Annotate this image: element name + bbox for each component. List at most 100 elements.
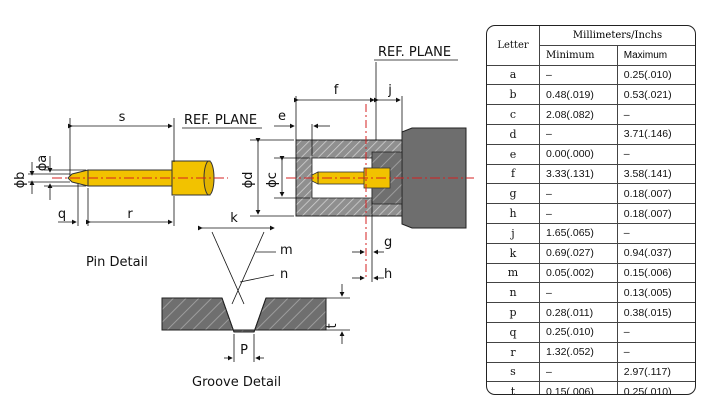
dim-f-label: f	[334, 83, 339, 98]
dim-a-label: ϕa	[35, 155, 50, 172]
row-letter: g	[487, 183, 540, 205]
table-row: d–3.71(.146)	[487, 123, 695, 145]
row-maximum: –	[616, 104, 695, 125]
row-letter: j	[487, 222, 540, 244]
row-minimum: 0.48(.019)	[539, 84, 618, 106]
row-maximum: 0.18(.007)	[616, 183, 695, 205]
receptacle-section: REF. PLANE f j e ϕd ϕc g h	[241, 45, 474, 282]
table-row: a–0.25(.010)	[487, 64, 695, 86]
row-letter: e	[487, 143, 540, 165]
row-minimum: 1.32(.052)	[539, 341, 618, 363]
header-letter: Letter	[487, 26, 540, 66]
ref-plane-top-label: REF. PLANE	[378, 45, 451, 60]
row-maximum: 0.53(.021)	[616, 84, 695, 106]
row-minimum: –	[539, 361, 618, 383]
dim-h-label: h	[384, 267, 392, 282]
row-minimum: –	[539, 282, 618, 304]
row-minimum: 0.25(.010)	[539, 321, 618, 343]
row-minimum: 0.15(.006)	[539, 381, 618, 394]
row-letter: a	[487, 64, 540, 86]
connector-drawing: s REF. PLANE ϕa ϕb q r Pin Detail	[13, 45, 474, 390]
row-maximum: 2.97(.117)	[616, 361, 695, 383]
row-maximum: –	[616, 143, 695, 165]
row-maximum: 0.94(.037)	[616, 242, 695, 264]
dim-b-label: ϕb	[13, 172, 28, 189]
dim-j-label: j	[387, 83, 392, 98]
row-minimum: –	[539, 64, 618, 86]
header-units: Millimeters/Inchs	[539, 26, 695, 46]
dim-e-label: e	[278, 109, 286, 124]
row-minimum: –	[539, 123, 618, 145]
table-row: g–0.18(.007)	[487, 183, 695, 205]
row-maximum: –	[616, 321, 695, 343]
dim-t-label: t	[325, 323, 340, 328]
row-minimum: 2.08(.082)	[539, 104, 618, 125]
header-maximum: Maximum	[616, 44, 695, 66]
row-letter: r	[487, 341, 540, 363]
row-letter: n	[487, 282, 540, 304]
groove-detail: k m n P t Groove Detail	[161, 211, 350, 390]
row-letter: f	[487, 163, 540, 185]
row-minimum: –	[539, 203, 618, 224]
table-row: n–0.13(.005)	[487, 282, 695, 304]
row-letter: c	[487, 104, 540, 125]
dim-m-label: m	[280, 243, 293, 258]
table-row: s–2.97(.117)	[487, 361, 695, 383]
row-letter: h	[487, 203, 540, 224]
dim-q-label: q	[58, 207, 66, 222]
row-minimum: 1.65(.065)	[539, 222, 618, 244]
pin-detail-caption: Pin Detail	[86, 255, 148, 270]
row-maximum: 3.58(.141)	[616, 163, 695, 185]
dim-n-label: n	[280, 267, 288, 282]
row-letter: k	[487, 242, 540, 264]
dim-g-label: g	[384, 235, 392, 250]
groove-detail-caption: Groove Detail	[192, 375, 281, 390]
row-minimum: 0.00(.000)	[539, 143, 618, 165]
row-minimum: 0.69(.027)	[539, 242, 618, 264]
row-letter: s	[487, 361, 540, 383]
row-letter: p	[487, 302, 540, 323]
dim-c-label: ϕc	[265, 172, 280, 188]
row-minimum: 0.28(.011)	[539, 302, 618, 323]
row-letter: d	[487, 123, 540, 145]
row-minimum: 3.33(.131)	[539, 163, 618, 185]
row-maximum: 0.38(.015)	[616, 302, 695, 323]
row-maximum: –	[616, 222, 695, 244]
dim-r-label: r	[127, 207, 133, 222]
row-maximum: 0.25(.010)	[616, 381, 695, 394]
row-maximum: 3.71(.146)	[616, 123, 695, 145]
row-letter: t	[487, 381, 540, 394]
row-letter: m	[487, 262, 540, 284]
row-letter: b	[487, 84, 540, 106]
row-minimum: –	[539, 183, 618, 205]
ref-plane-pin-label: REF. PLANE	[184, 113, 257, 128]
dim-s-label: s	[119, 110, 126, 125]
row-maximum: 0.15(.006)	[616, 262, 695, 284]
pin-detail: s REF. PLANE ϕa ϕb q r Pin Detail	[13, 110, 262, 270]
row-maximum: 0.25(.010)	[616, 64, 695, 86]
dimension-table: Letter Millimeters/Inchs Minimum Maximum…	[486, 25, 696, 395]
row-maximum: 0.18(.007)	[616, 203, 695, 224]
header-minimum: Minimum	[539, 44, 618, 66]
dim-d-label: ϕd	[241, 172, 256, 189]
dim-k-label: k	[230, 211, 238, 226]
row-maximum: 0.13(.005)	[616, 282, 695, 304]
row-letter: q	[487, 321, 540, 343]
dim-p-label: P	[240, 343, 248, 358]
row-minimum: 0.05(.002)	[539, 262, 618, 284]
row-maximum: –	[616, 341, 695, 363]
dimension-table-grid: Letter Millimeters/Inchs Minimum Maximum…	[487, 26, 695, 394]
table-row: h–0.18(.007)	[487, 203, 695, 224]
